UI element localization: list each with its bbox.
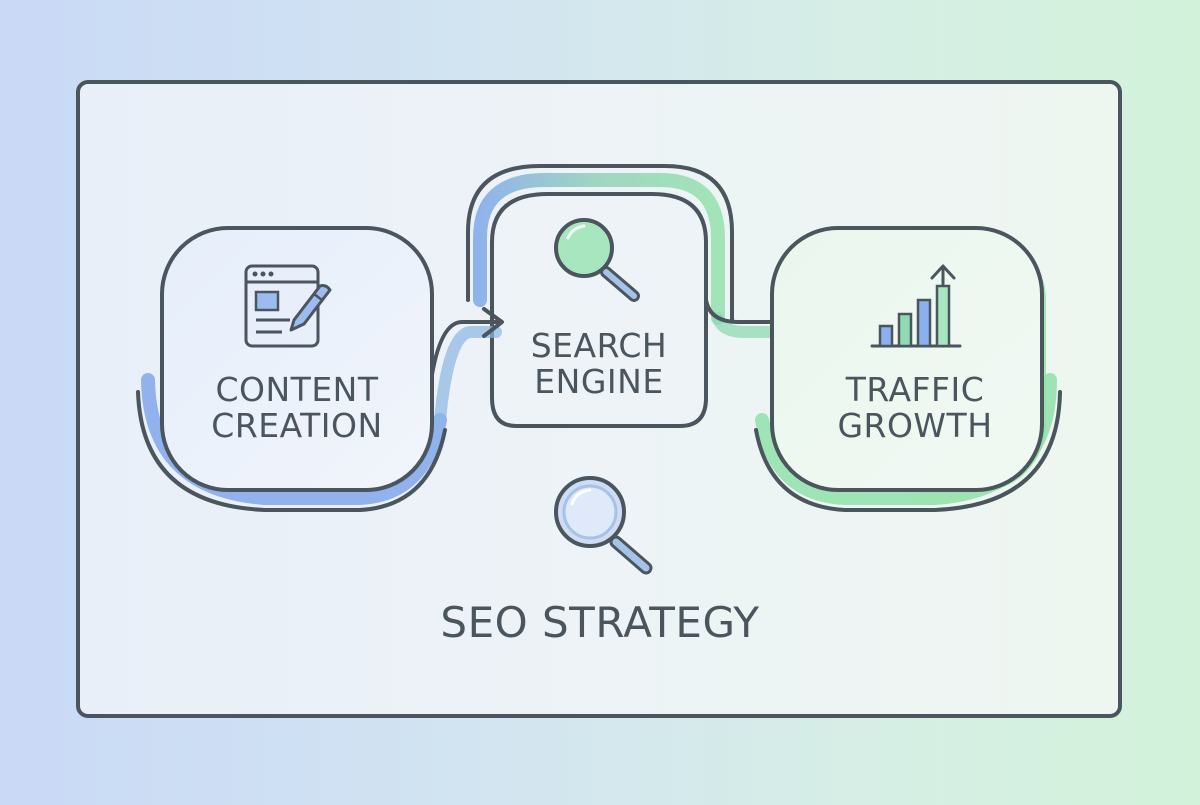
content-creation-box	[160, 226, 434, 492]
content-creation-label: CONTENT CREATION	[172, 370, 422, 446]
magnifier-icon	[554, 218, 640, 302]
bar-chart-arrow-icon	[870, 264, 962, 348]
browser-pencil-icon	[244, 264, 332, 348]
connector-arrow-2-accent	[712, 312, 806, 338]
search-engine-arch-accent	[473, 173, 725, 325]
traffic-growth-label-line1: TRAFFIC	[845, 370, 985, 409]
content-creation-label-line1: CONTENT	[215, 370, 379, 409]
traffic-growth-label-line2: GROWTH	[837, 406, 993, 446]
seo-strategy-title: SEO STRATEGY	[440, 598, 760, 647]
connector-arrow-1-head	[482, 307, 504, 338]
search-engine-label-line1: SEARCH	[530, 326, 668, 365]
strategy-magnifier-icon	[554, 476, 653, 575]
connector-arrow-2	[704, 298, 814, 324]
traffic-growth-box	[770, 226, 1044, 492]
connector-arrow-1-accent	[434, 326, 502, 426]
search-engine-arch-outer	[466, 164, 734, 322]
right-swoosh-line	[754, 390, 1062, 512]
traffic-growth-label: TRAFFIC GROWTH	[790, 370, 1040, 446]
search-engine-label: SEARCH ENGINE	[474, 326, 724, 402]
content-creation-label-line2: CREATION	[211, 406, 383, 446]
left-swoosh-accent	[141, 373, 447, 505]
search-engine-label-line2: ENGINE	[534, 362, 664, 402]
search-engine-box	[490, 192, 708, 428]
left-swoosh-line	[136, 390, 447, 512]
